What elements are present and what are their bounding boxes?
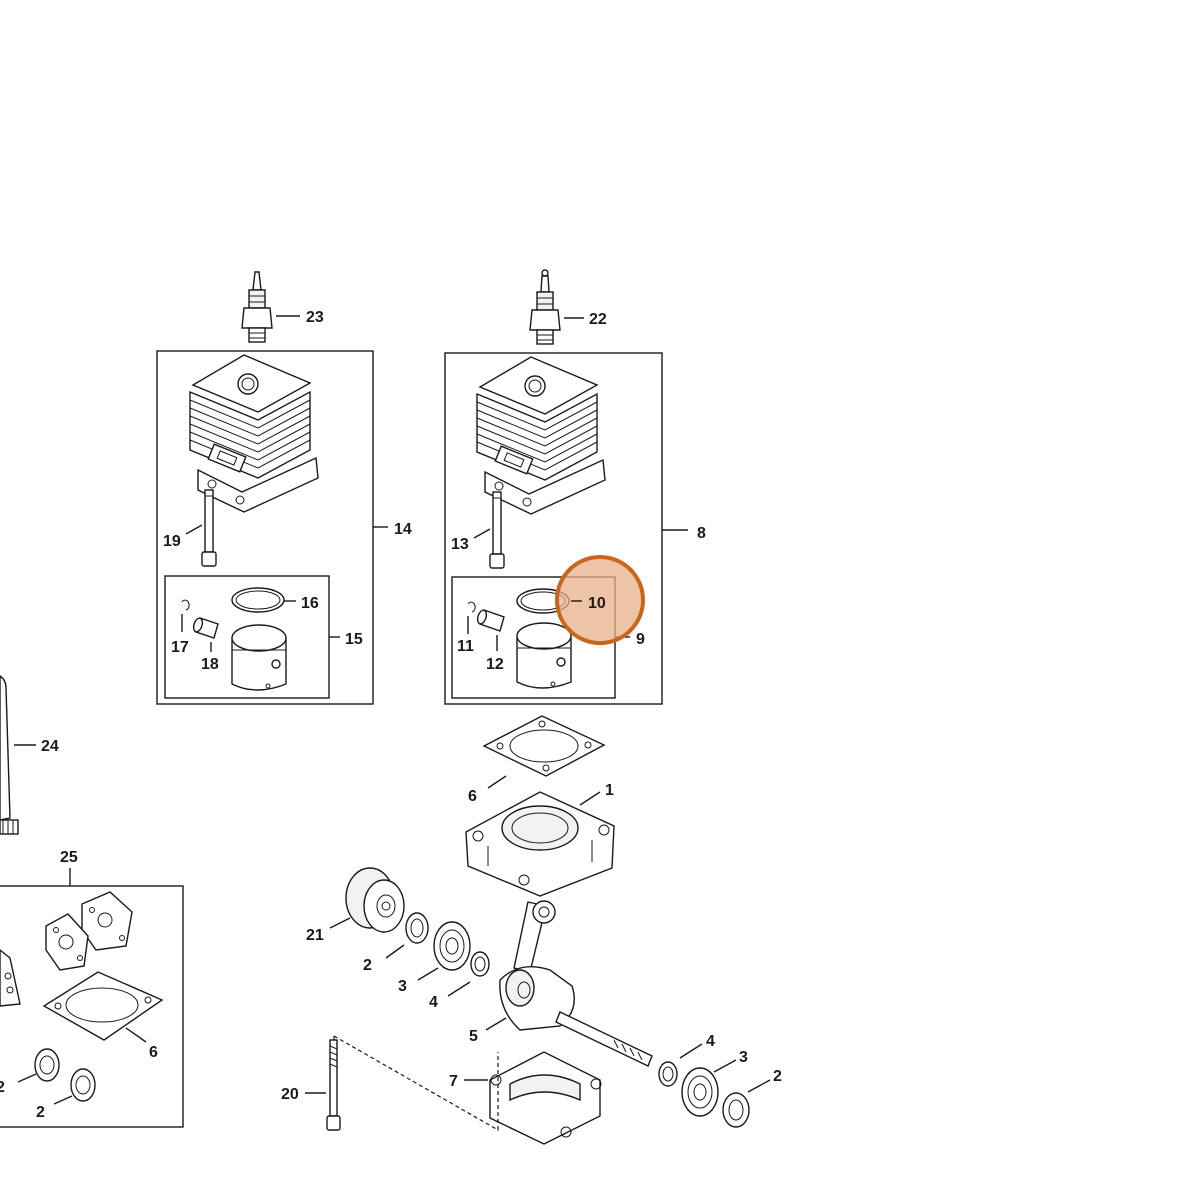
callout-19[interactable]: 19 — [163, 533, 181, 550]
gasket-kit-box-25 — [0, 885, 184, 1128]
gasket-icon[interactable] — [81, 891, 133, 951]
tube-icon[interactable] — [0, 675, 19, 835]
cylinder-kit-box-8 — [444, 352, 663, 705]
callout-6[interactable]: 6 — [149, 1044, 158, 1061]
piston-icon[interactable] — [516, 622, 572, 689]
callout-6[interactable]: 6 — [468, 788, 477, 805]
washer-icon[interactable] — [470, 951, 490, 977]
flywheel-cover-icon[interactable] — [345, 867, 405, 933]
highlight-marker — [555, 555, 645, 645]
seal-ring-icon[interactable] — [722, 1092, 750, 1128]
callout-18[interactable]: 18 — [201, 656, 219, 673]
screw-icon[interactable] — [489, 491, 505, 569]
callout-10[interactable]: 10 — [588, 595, 606, 612]
callout-23[interactable]: 23 — [306, 309, 324, 326]
callout-4[interactable]: 4 — [706, 1033, 715, 1050]
callout-21[interactable]: 21 — [306, 927, 324, 944]
callout-3[interactable]: 3 — [398, 978, 407, 995]
piston-ring-icon[interactable] — [231, 587, 285, 613]
callout-24[interactable]: 24 — [41, 738, 59, 755]
bearing-icon[interactable] — [433, 921, 471, 971]
seal-ring-icon[interactable] — [34, 1048, 60, 1082]
gasket-icon[interactable] — [482, 715, 606, 777]
piston-icon[interactable] — [231, 624, 287, 691]
screw-icon[interactable] — [326, 1039, 341, 1131]
callout-1[interactable]: 1 — [605, 782, 614, 799]
circlip-icon[interactable] — [467, 601, 476, 613]
crankcase-lower-icon[interactable] — [489, 1051, 602, 1145]
gasket-icon[interactable] — [45, 913, 89, 971]
seal-ring-icon[interactable] — [70, 1068, 96, 1102]
cylinder-icon[interactable] — [189, 354, 319, 513]
gasket-icon[interactable] — [42, 971, 164, 1041]
callout-17[interactable]: 17 — [171, 639, 189, 656]
callout-5[interactable]: 5 — [469, 1028, 478, 1045]
piston-pin-icon[interactable] — [192, 617, 219, 639]
callout-16[interactable]: 16 — [301, 595, 319, 612]
callout-8[interactable]: 8 — [697, 525, 706, 542]
callout-4[interactable]: 4 — [429, 994, 438, 1011]
washer-icon[interactable] — [658, 1061, 678, 1087]
circlip-icon[interactable] — [181, 599, 190, 611]
seal-ring-icon[interactable] — [405, 912, 429, 944]
callout-22[interactable]: 22 — [589, 311, 607, 328]
crankcase-icon[interactable] — [465, 791, 615, 897]
crankshaft-icon[interactable] — [499, 900, 653, 1067]
callout-14[interactable]: 14 — [394, 521, 412, 538]
callout-2[interactable]: 2 — [773, 1068, 782, 1085]
callout-3[interactable]: 3 — [739, 1049, 748, 1066]
callout-20[interactable]: 20 — [281, 1086, 299, 1103]
screw-icon[interactable] — [201, 489, 217, 567]
callout-9[interactable]: 9 — [636, 631, 645, 648]
spark-plug-icon[interactable] — [529, 269, 561, 345]
callout-13[interactable]: 13 — [451, 536, 469, 553]
spark-plug-icon[interactable] — [241, 271, 273, 343]
cylinder-icon[interactable] — [476, 356, 606, 515]
bearing-icon[interactable] — [681, 1067, 719, 1117]
callout-25[interactable]: 25 — [60, 849, 78, 866]
callout-2[interactable]: 2 — [0, 1079, 5, 1096]
callout-2[interactable]: 2 — [36, 1104, 45, 1121]
callout-15[interactable]: 15 — [345, 631, 363, 648]
gasket-icon[interactable] — [0, 949, 21, 1007]
callout-12[interactable]: 12 — [486, 656, 504, 673]
piston-pin-icon[interactable] — [476, 609, 505, 632]
assembly-guide — [333, 1035, 499, 1132]
callout-11[interactable]: 11 — [457, 638, 474, 655]
callout-7[interactable]: 7 — [449, 1073, 458, 1090]
callout-2[interactable]: 2 — [363, 957, 372, 974]
